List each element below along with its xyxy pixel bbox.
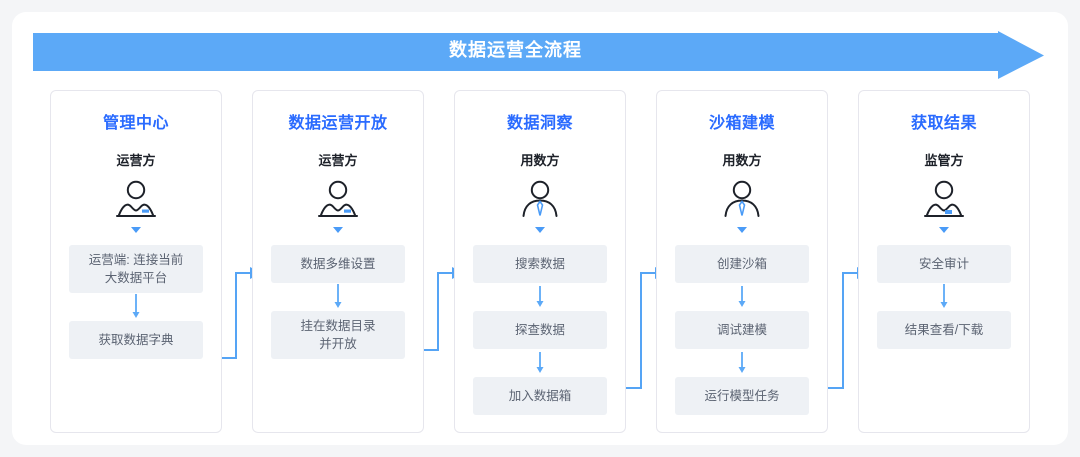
step-line: 大数据平台 [104,271,168,285]
step-box[interactable]: 搜索数据 [473,245,607,283]
stage-column-management-center[interactable]: 管理中心 运营方 运营端: 连接当前 大数据平台 [50,90,222,433]
step-line: 创建沙箱 [716,257,767,271]
person-badge-icon [859,179,1029,223]
stage-steps: 创建沙箱 调试建模 运行模型任务 [657,245,827,415]
step-line: 获取数据字典 [98,333,174,347]
step-line: 加入数据箱 [508,389,572,403]
step-box[interactable]: 结果查看/下载 [877,311,1011,349]
down-triangle-icon [51,223,221,237]
stage-steps: 运营端: 连接当前 大数据平台 获取数据字典 [51,245,221,359]
down-arrow-icon [675,349,809,377]
down-triangle-icon [859,223,1029,237]
step-box[interactable]: 创建沙箱 [675,245,809,283]
step-line: 运行模型任务 [704,389,780,403]
step-line: 数据多维设置 [300,257,376,271]
banner-title: 数据运营全流程 [449,40,582,60]
step-box[interactable]: 获取数据字典 [69,321,203,359]
step-line: 结果查看/下载 [904,323,984,337]
process-banner: 数据运营全流程 [33,31,1045,80]
step-box[interactable]: 安全审计 [877,245,1011,283]
stage-role: 用数方 [520,153,560,168]
down-triangle-icon [657,223,827,237]
stage-column-get-result[interactable]: 获取结果 监管方 安全审计 结果查看/下载 [858,90,1030,433]
step-box[interactable]: 加入数据箱 [473,377,607,415]
person-tie-icon [657,179,827,223]
stage-role: 监管方 [924,153,964,168]
step-box[interactable]: 运营端: 连接当前 大数据平台 [69,245,203,293]
stage-column-sandbox-modeling[interactable]: 沙箱建模 用数方 创建沙箱 调试建模 [656,90,828,433]
person-badge-icon [51,179,221,223]
banner-arrow-shape [33,31,1044,79]
down-arrow-icon [877,283,1011,311]
stage-title: 获取结果 [910,115,977,132]
step-line: 调试建模 [716,323,767,337]
stage-columns: 管理中心 运营方 运营端: 连接当前 大数据平台 [50,90,1030,433]
down-arrow-icon [271,283,405,311]
down-arrow-icon [675,283,809,311]
step-box[interactable]: 运行模型任务 [675,377,809,415]
stage-column-data-insight[interactable]: 数据洞察 用数方 搜索数据 探查数据 [454,90,626,433]
step-line: 安全审计 [918,257,969,271]
stage-role: 运营方 [116,153,156,168]
step-line: 搜索数据 [514,257,565,271]
stage-steps: 搜索数据 探查数据 加入数据箱 [455,245,625,415]
stage-steps: 安全审计 结果查看/下载 [859,245,1029,349]
step-line: 探查数据 [514,323,565,337]
step-box[interactable]: 调试建模 [675,311,809,349]
stage-role: 用数方 [722,153,762,168]
down-arrow-icon [473,283,607,311]
stage-role: 运营方 [318,153,358,168]
down-arrow-icon [473,349,607,377]
stage-title: 数据洞察 [506,115,573,132]
step-box[interactable]: 数据多维设置 [271,245,405,283]
down-triangle-icon [455,223,625,237]
step-line: 并开放 [319,337,357,351]
down-triangle-icon [253,223,423,237]
step-box[interactable]: 挂在数据目录 并开放 [271,311,405,359]
stage-title: 管理中心 [102,115,169,132]
person-badge-icon [253,179,423,223]
stage-title: 数据运营开放 [288,115,388,132]
stage-column-data-operation-open[interactable]: 数据运营开放 运营方 数据多维设置 [252,90,424,433]
step-line: 挂在数据目录 [300,319,376,333]
step-box[interactable]: 探查数据 [473,311,607,349]
step-line: 运营端: 连接当前 [88,253,184,267]
down-arrow-icon [69,293,203,321]
stage-steps: 数据多维设置 挂在数据目录 并开放 [253,245,423,359]
stage-title: 沙箱建模 [708,115,775,132]
person-tie-icon [455,179,625,223]
